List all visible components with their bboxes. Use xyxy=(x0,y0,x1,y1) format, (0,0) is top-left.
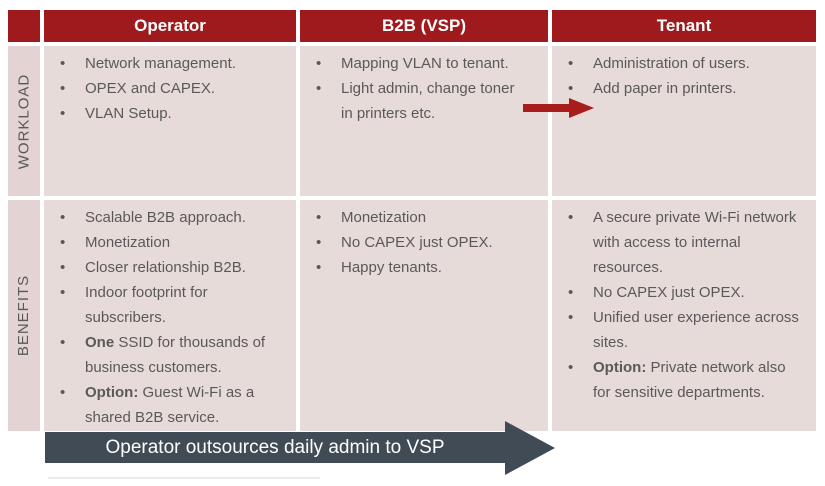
bullet-item: VLAN Setup. xyxy=(44,101,287,126)
bullet-item: Happy tenants. xyxy=(300,255,523,280)
row-label-benefits: BENEFITS xyxy=(8,200,40,431)
cell-workload-tenant: Administration of users.Add paper in pri… xyxy=(552,46,816,196)
handover-arrow-shaft xyxy=(523,104,569,112)
bullet-item: Monetization xyxy=(300,205,523,230)
handover-arrow-icon xyxy=(523,98,594,118)
bullet-item: Option: Private network also for sensiti… xyxy=(552,355,800,405)
bullet-list: Network management.OPEX and CAPEX.VLAN S… xyxy=(44,46,296,126)
bullet-list: Mapping VLAN to tenant.Light admin, chan… xyxy=(300,46,548,126)
bullet-item: No CAPEX just OPEX. xyxy=(300,230,523,255)
bullet-item: Network management. xyxy=(44,51,287,76)
bullet-item: Mapping VLAN to tenant. xyxy=(300,51,523,76)
cell-benefits-b2b: MonetizationNo CAPEX just OPEX.Happy ten… xyxy=(300,200,548,431)
row-label-workload-text: WORKLOAD xyxy=(15,73,33,169)
bullet-item: Monetization xyxy=(44,230,287,255)
bullet-item: Option: Guest Wi-Fi as a shared B2B serv… xyxy=(44,380,287,430)
bullet-item: Scalable B2B approach. xyxy=(44,205,287,230)
bullet-item: Administration of users. xyxy=(552,51,800,76)
bullet-item: Light admin, change toner in printers et… xyxy=(300,76,523,126)
cell-workload-operator: Network management.OPEX and CAPEX.VLAN S… xyxy=(44,46,296,196)
column-header-tenant: Tenant xyxy=(552,10,816,42)
shadow-divider xyxy=(48,477,320,479)
bullet-item: Indoor footprint for subscribers. xyxy=(44,280,287,330)
bullet-list: A secure private Wi-Fi network with acce… xyxy=(552,200,816,405)
row-label-benefits-text: BENEFITS xyxy=(15,274,33,357)
bullet-list: MonetizationNo CAPEX just OPEX.Happy ten… xyxy=(300,200,548,280)
cell-workload-b2b: Mapping VLAN to tenant.Light admin, chan… xyxy=(300,46,548,196)
bullet-item: No CAPEX just OPEX. xyxy=(552,280,800,305)
handover-arrow-head xyxy=(569,98,594,118)
outsource-banner-text: Operator outsources daily admin to VSP xyxy=(105,436,445,458)
bullet-item: Add paper in printers. xyxy=(552,76,800,101)
outsource-banner-arrowhead-icon xyxy=(505,421,555,475)
row-label-workload: WORKLOAD xyxy=(8,46,40,196)
bullet-item: OPEX and CAPEX. xyxy=(44,76,287,101)
table-corner-cell xyxy=(8,10,40,42)
bullet-list: Scalable B2B approach.MonetizationCloser… xyxy=(44,200,296,430)
bullet-item: A secure private Wi-Fi network with acce… xyxy=(552,205,800,280)
comparison-table: Operator B2B (VSP) Tenant WORKLOAD Netwo… xyxy=(8,10,816,431)
cell-benefits-operator: Scalable B2B approach.MonetizationCloser… xyxy=(44,200,296,431)
bullet-list: Administration of users.Add paper in pri… xyxy=(552,46,816,101)
bullet-item: One SSID for thousands of business custo… xyxy=(44,330,287,380)
bullet-item: Unified user experience across sites. xyxy=(552,305,800,355)
bullet-item: Closer relationship B2B. xyxy=(44,255,287,280)
cell-benefits-tenant: A secure private Wi-Fi network with acce… xyxy=(552,200,816,431)
column-header-b2b-vsp: B2B (VSP) xyxy=(300,10,548,42)
column-header-operator: Operator xyxy=(44,10,296,42)
outsource-banner-arrow: Operator outsources daily admin to VSP xyxy=(45,432,505,463)
